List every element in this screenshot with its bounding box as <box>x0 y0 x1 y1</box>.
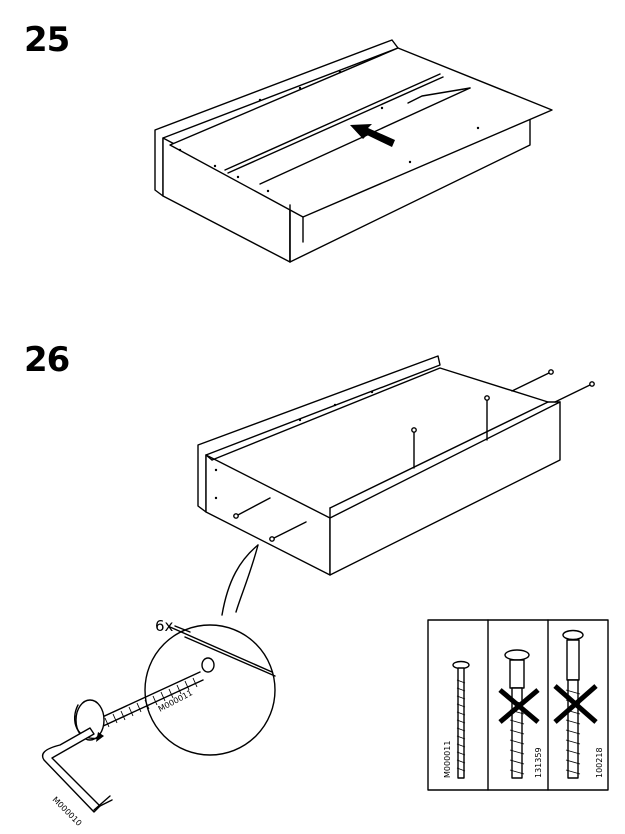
screw-dots-25 <box>178 70 480 193</box>
screw-code-2: 131359 <box>534 747 543 778</box>
screw-item-wrong-2: 100218 <box>553 629 604 779</box>
step-number-26: 26 <box>24 340 70 380</box>
vertical-screws <box>411 395 490 469</box>
horizontal-screws <box>233 369 595 542</box>
tool-code-label: M000010 <box>51 795 84 828</box>
screw-item-correct: M000011 <box>443 660 470 779</box>
screw-item-wrong-1: 131359 <box>498 649 543 779</box>
step25-drawer-illustration <box>154 39 553 263</box>
screw-code-3: 100218 <box>595 747 604 778</box>
step26-drawer-illustration <box>197 355 595 576</box>
step-number-25: 25 <box>24 20 70 60</box>
screw-comparison-panel: M000011 131359 100218 <box>427 619 609 791</box>
screw-code-1: M000011 <box>443 741 452 778</box>
quantity-label: 6x <box>155 617 174 635</box>
detail-callout: 6x M000011 M000010 <box>41 544 276 828</box>
push-arrow <box>350 124 395 147</box>
